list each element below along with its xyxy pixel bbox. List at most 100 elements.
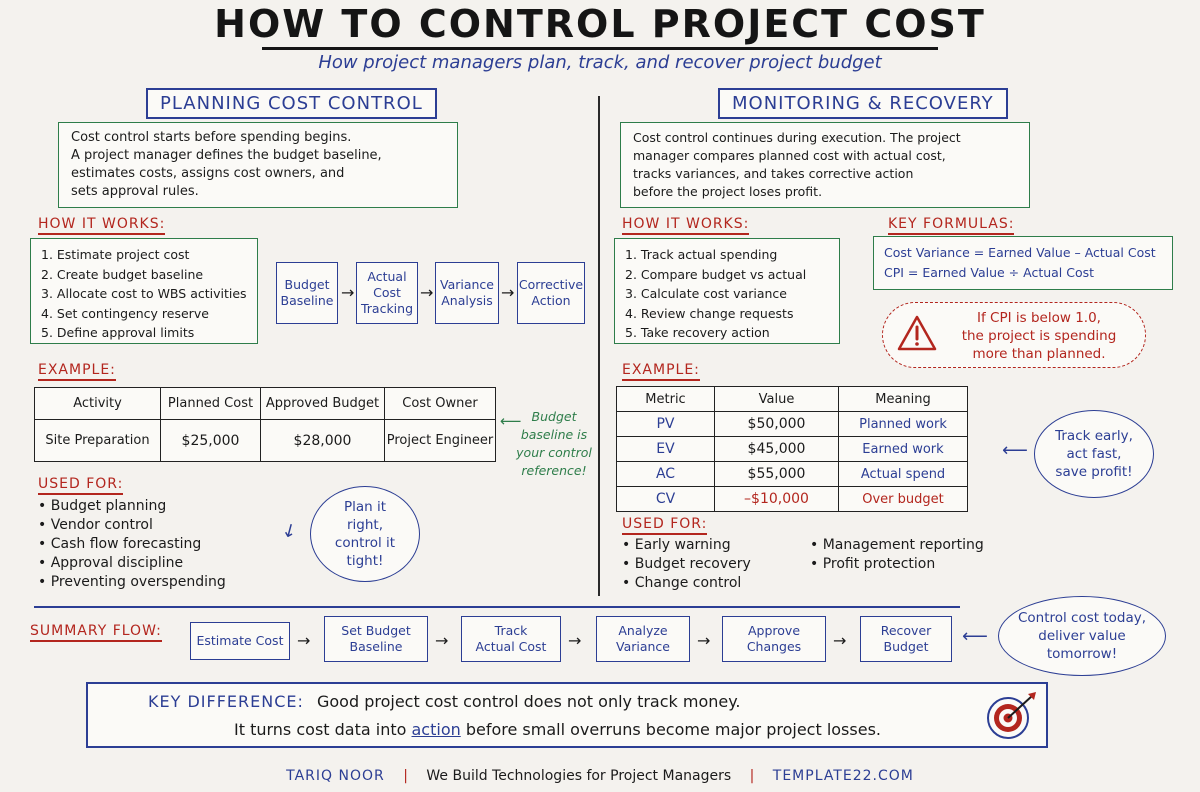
list-item: Early warning bbox=[622, 536, 751, 555]
table-row: AC $55,000 Actual spend bbox=[616, 461, 968, 487]
key-difference-label: KEY DIFFERENCE: bbox=[148, 692, 304, 711]
table-cell: –$10,000 bbox=[714, 486, 839, 512]
target-icon bbox=[987, 692, 1036, 739]
footer: TARIQ NOOR | We Build Technologies for P… bbox=[0, 768, 1200, 784]
table-header: Activity bbox=[34, 387, 161, 420]
flow-text: Corrective bbox=[518, 277, 584, 292]
vertical-divider bbox=[598, 96, 600, 596]
flow-text: Cost bbox=[373, 285, 401, 300]
flow-text: Actual Cost bbox=[475, 639, 547, 654]
right-step: 3. Calculate cost variance bbox=[625, 286, 787, 301]
flow-text: Set Budget bbox=[341, 623, 411, 638]
left-example-table: Activity Planned Cost Approved Budget Co… bbox=[34, 387, 496, 462]
left-intro-line: sets approval rules. bbox=[71, 184, 199, 199]
list-item: Budget recovery bbox=[622, 555, 751, 574]
note-line: Budget bbox=[531, 409, 577, 424]
formula-cpi: CPI = Earned Value ÷ Actual Cost bbox=[884, 265, 1095, 280]
warning-line: the project is spending bbox=[961, 328, 1117, 344]
left-how-label: HOW IT WORKS: bbox=[38, 216, 166, 235]
key-difference-text: before small overruns become major proje… bbox=[465, 720, 881, 739]
note-arrow-icon: ⟵ bbox=[500, 412, 522, 430]
left-cloud: Plan it right, control it tight! bbox=[310, 486, 420, 582]
left-intro-line: A project manager defines the budget bas… bbox=[71, 148, 382, 163]
table-cell: EV bbox=[616, 436, 715, 462]
table-cell: $55,000 bbox=[714, 461, 839, 487]
list-item: Approval discipline bbox=[38, 554, 226, 573]
flow-text: Estimate Cost bbox=[196, 633, 284, 648]
flow-text: Baseline bbox=[280, 293, 334, 308]
footer-site[interactable]: TEMPLATE22.COM bbox=[772, 768, 914, 784]
cloud-line: save profit! bbox=[1055, 464, 1133, 480]
right-steps-box: 1. Track actual spending 2. Compare budg… bbox=[614, 238, 840, 344]
left-used-label-text: USED FOR: bbox=[38, 476, 124, 492]
table-row: Site Preparation $25,000 $28,000 Project… bbox=[34, 419, 496, 462]
flow-arrow: → bbox=[501, 283, 515, 302]
table-cell: $25,000 bbox=[160, 419, 261, 462]
cloud-arrow-icon: ↙ bbox=[277, 517, 302, 544]
warning-text: If CPI is below 1.0, the project is spen… bbox=[941, 309, 1137, 363]
right-intro-line: tracks variances, and takes corrective a… bbox=[633, 166, 914, 181]
right-cloud: Track early, act fast, save profit! bbox=[1034, 410, 1154, 498]
baseline-note: Budget baseline is your control referenc… bbox=[512, 408, 596, 480]
right-used-label: USED FOR: bbox=[622, 516, 708, 535]
left-intro-line: estimates costs, assigns cost owners, an… bbox=[71, 166, 345, 181]
footer-separator: | bbox=[403, 768, 408, 784]
formulas-label-text: KEY FORMULAS: bbox=[888, 216, 1015, 232]
right-step: 4. Review change requests bbox=[625, 305, 794, 321]
table-header: Cost Owner bbox=[384, 387, 496, 420]
cloud-line: Control cost today, bbox=[1017, 610, 1147, 626]
left-step: 2. Create budget baseline bbox=[41, 266, 204, 282]
right-intro-box: Cost control continues during execution.… bbox=[620, 122, 1030, 208]
table-cell: Over budget bbox=[838, 486, 968, 512]
key-difference-text: Good project cost control does not only … bbox=[316, 692, 741, 711]
flow-arrow: → bbox=[833, 631, 847, 650]
left-used-label: USED FOR: bbox=[38, 476, 124, 495]
flow-text: Variance bbox=[440, 277, 494, 292]
warning-line: more than planned. bbox=[972, 346, 1106, 362]
table-header: Meaning bbox=[838, 386, 968, 412]
cloud-arrow-icon: ⟵ bbox=[1002, 440, 1028, 461]
cloud-line: act fast, bbox=[1066, 446, 1122, 462]
cloud-line: control it bbox=[334, 535, 396, 551]
table-cell: Planned work bbox=[838, 411, 968, 437]
table-cell: Site Preparation bbox=[34, 419, 161, 462]
left-step: 3. Allocate cost to WBS activities bbox=[41, 286, 247, 301]
summary-box-estimate-cost: Estimate Cost bbox=[190, 622, 290, 660]
flow-text: Track bbox=[494, 623, 528, 638]
key-difference-line2: It turns cost data into action before sm… bbox=[234, 720, 881, 739]
cloud-line: Plan it bbox=[343, 499, 387, 515]
cloud-line: Track early, bbox=[1055, 428, 1133, 444]
left-intro-line: Cost control starts before spending begi… bbox=[71, 130, 352, 145]
right-used-list-1: Early warning Budget recovery Change con… bbox=[622, 536, 751, 593]
summary-label: SUMMARY FLOW: bbox=[30, 623, 162, 642]
page-title: HOW TO CONTROL PROJECT COST bbox=[214, 2, 986, 46]
right-section-heading: MONITORING & RECOVERY bbox=[718, 88, 1008, 119]
table-cell: CV bbox=[616, 486, 715, 512]
flow-text: Actual bbox=[367, 269, 407, 284]
table-cell: $28,000 bbox=[260, 419, 385, 462]
flow-arrow: → bbox=[297, 631, 311, 650]
left-steps-box: 1. Estimate project cost 2. Create budge… bbox=[30, 238, 258, 344]
horizontal-divider bbox=[34, 606, 960, 608]
table-cell: Actual spend bbox=[838, 461, 968, 487]
flow-text: Tracking bbox=[360, 301, 414, 316]
key-difference-box: KEY DIFFERENCE: Good project cost contro… bbox=[86, 682, 1048, 748]
flow-text: Changes bbox=[746, 639, 802, 654]
right-used-label-text: USED FOR: bbox=[622, 516, 708, 532]
table-row: PV $50,000 Planned work bbox=[616, 411, 968, 437]
cpi-warning-box: If CPI is below 1.0, the project is spen… bbox=[882, 302, 1146, 368]
right-intro-line: before the project loses profit. bbox=[633, 184, 823, 199]
right-intro-line: Cost control continues during execution.… bbox=[633, 130, 961, 145]
table-cell: AC bbox=[616, 461, 715, 487]
right-step: 2. Compare budget vs actual bbox=[625, 266, 807, 282]
summary-label-text: SUMMARY FLOW: bbox=[30, 623, 162, 639]
flow-text: Analysis bbox=[441, 293, 493, 308]
table-cell: Project Engineer bbox=[384, 419, 496, 462]
